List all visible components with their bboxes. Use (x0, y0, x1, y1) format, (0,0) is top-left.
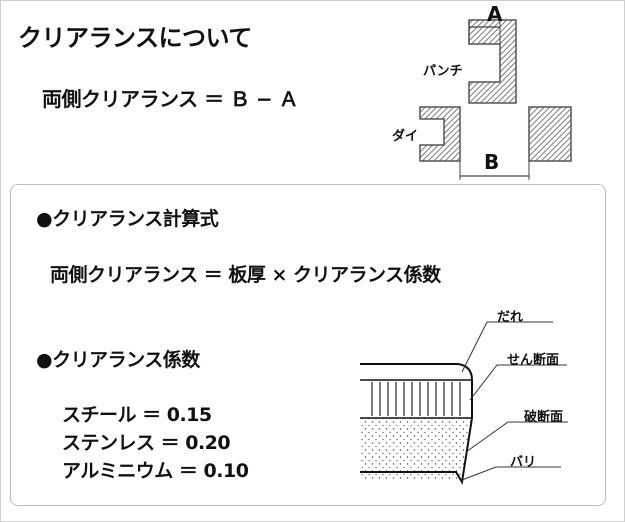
punch-shape (468, 19, 517, 104)
label-dare: だれ (497, 310, 524, 325)
clearance-formula: 両側クリアランス ＝ Ｂ − Ａ (42, 87, 299, 111)
coef-item-steel: スチール ＝ 0.15 (62, 404, 212, 426)
leader-burr (461, 466, 561, 481)
label-b: B (484, 150, 500, 174)
leader-dare (461, 321, 553, 373)
coef-item-stainless: ステンレス ＝ 0.20 (62, 432, 231, 454)
sheet-outline (360, 363, 473, 485)
leader-shear (469, 364, 567, 401)
shear-zone (360, 380, 472, 418)
fracture-zone (360, 418, 472, 480)
calc-formula: 両側クリアランス ＝ 板厚 × クリアランス係数 (50, 264, 441, 286)
label-punch: パンチ (423, 64, 463, 79)
die-right-shape (528, 106, 572, 162)
label-a: A (487, 2, 503, 26)
coef-heading: ●クリアランス係数 (36, 349, 200, 371)
label-fracture-surface: 破断面 (524, 410, 564, 425)
content-panel (10, 184, 606, 506)
page-title: クリアランスについて (18, 24, 252, 52)
label-burr: バリ (510, 455, 537, 470)
calc-heading: ●クリアランス計算式 (36, 208, 219, 230)
coef-item-aluminum: アルミニウム ＝ 0.10 (62, 460, 249, 482)
die-left-shape (419, 106, 461, 162)
leader-fracture (465, 421, 568, 453)
label-die: ダイ (392, 129, 419, 144)
label-shear-surface: せん断面 (507, 353, 560, 368)
